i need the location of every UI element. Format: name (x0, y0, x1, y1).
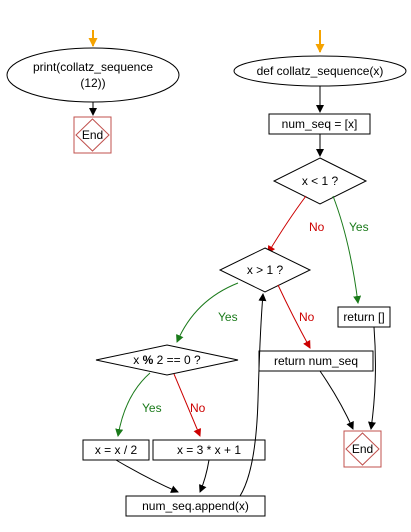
assign-odd-label: x = 3 * x + 1 (177, 443, 241, 457)
arrow-cond2-yes (176, 282, 239, 343)
left-call-line1: print(collatz_sequence (33, 60, 153, 74)
cond2-no-label: No (299, 310, 315, 324)
init-label: num_seq = [x] (282, 117, 358, 131)
return-empty-node (337, 306, 391, 328)
assign-even-label: x = x / 2 (95, 443, 138, 457)
cond2-yes-label: Yes (218, 310, 238, 324)
arrow-cond1-no (267, 195, 307, 254)
left-end-node: End (73, 116, 112, 154)
return-seq-label: return num_seq (274, 354, 358, 368)
cond2-node (218, 247, 312, 293)
cond3-yes-label: Yes (142, 401, 162, 415)
left-call-node (6, 47, 180, 103)
def-label: def collatz_sequence(x) (257, 64, 384, 78)
cond1-node (272, 157, 368, 205)
cond1-yes-label: Yes (349, 220, 369, 234)
right-end-label: End (352, 442, 373, 456)
right-end-node: End (343, 430, 382, 468)
arrow-even-to-append (115, 459, 179, 493)
arrow-return-empty-to-end (368, 326, 376, 430)
cond3-label: x % 2 == 0 ? (133, 353, 201, 367)
arrow-odd-to-append (199, 459, 210, 493)
left-end-label: End (82, 128, 103, 142)
cond1-label: x < 1 ? (302, 174, 339, 188)
arrow-cond3-yes (115, 372, 151, 437)
cond3-no-label: No (190, 401, 206, 415)
cond2-label: x > 1 ? (247, 263, 284, 277)
arrow-cond3-no (173, 373, 201, 437)
cond1-no-label: No (309, 220, 325, 234)
cond3-node (95, 344, 239, 376)
arrow-loop-back (239, 293, 267, 497)
append-label: num_seq.append(x) (142, 499, 249, 513)
arrow-cond1-yes (332, 195, 362, 304)
arrow-return-seq-to-end (319, 370, 354, 430)
append-node (125, 495, 266, 517)
arrow-cond2-no (277, 284, 311, 349)
return-empty-label: return [] (343, 310, 384, 324)
left-call-line2: (12)) (80, 76, 105, 90)
